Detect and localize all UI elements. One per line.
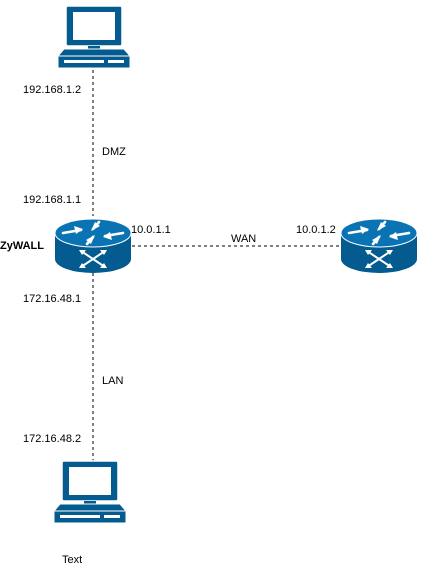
dmz-computer[interactable]	[57, 5, 131, 69]
remote-router[interactable]	[339, 217, 419, 275]
wan-label: WAN	[231, 233, 256, 245]
desktop-computer-icon	[57, 5, 131, 69]
zywall-wan-ip: 10.0.1.1	[131, 224, 171, 236]
remote-router-wan-ip: 10.0.1.2	[296, 224, 336, 236]
lan-label: LAN	[102, 375, 123, 387]
zywall-name: ZyWALL	[0, 240, 44, 252]
lan-computer[interactable]	[53, 460, 127, 524]
zywall-lan-ip: 172.16.48.1	[23, 293, 81, 305]
desktop-computer-icon	[53, 460, 127, 524]
lan-pc-ip: 172.16.48.2	[23, 433, 81, 445]
router-icon	[53, 217, 133, 275]
dmz-label: DMZ	[102, 146, 126, 158]
zywall-router[interactable]	[53, 217, 133, 275]
zywall-dmz-ip: 192.168.1.1	[23, 194, 81, 206]
dmz-pc-ip: 192.168.1.2	[23, 84, 81, 96]
router-icon	[339, 217, 419, 275]
lan-pc-caption: Text	[62, 554, 82, 566]
